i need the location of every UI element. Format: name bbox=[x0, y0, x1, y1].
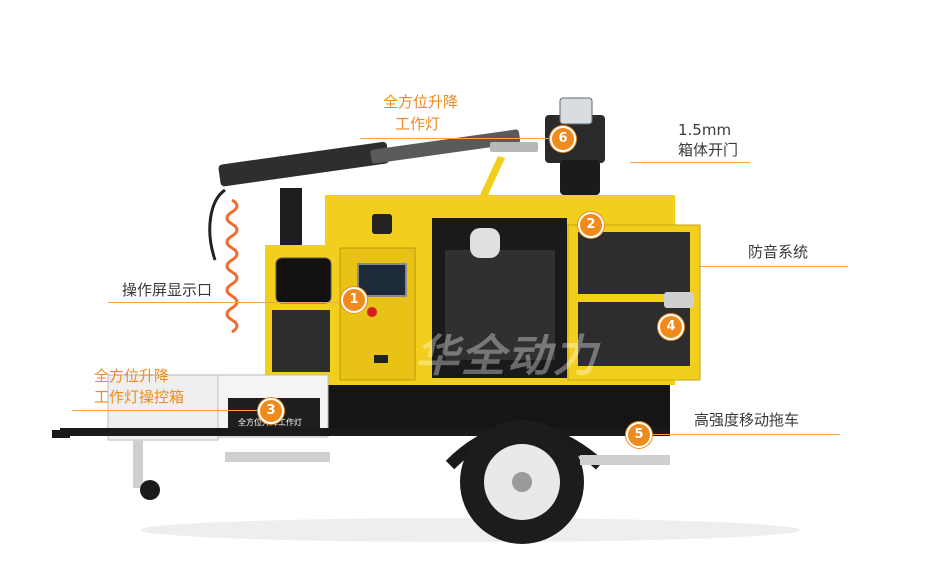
callout-6-line1: 全方位升降 bbox=[383, 93, 459, 111]
trailer-drawbar bbox=[60, 428, 670, 436]
callout-2-leader bbox=[630, 162, 750, 163]
callout-3-line1: 全方位升降 bbox=[94, 367, 170, 385]
engine-block bbox=[445, 250, 555, 360]
jack-stand bbox=[133, 440, 143, 488]
base-frame bbox=[325, 385, 670, 433]
callout-1-badge: 1 bbox=[341, 287, 367, 313]
panel-switch bbox=[374, 355, 388, 363]
callout-6-line2: 工作灯 bbox=[395, 115, 441, 133]
callout-4-label: 防音系统 bbox=[748, 243, 809, 261]
work-lamp-lens bbox=[559, 97, 593, 125]
control-panel-screen bbox=[357, 263, 407, 297]
exhaust-cap bbox=[372, 214, 392, 234]
mast-support bbox=[280, 188, 302, 248]
leaf-spring-right bbox=[580, 455, 670, 465]
display-window bbox=[275, 257, 332, 304]
wheel-hub bbox=[512, 472, 532, 492]
mast-joint bbox=[490, 142, 538, 152]
callout-5-label: 高强度移动拖车 bbox=[694, 411, 800, 429]
work-lamp-base bbox=[560, 160, 600, 195]
callout-3-line2: 工作灯操控箱 bbox=[94, 388, 185, 406]
callout-4-leader bbox=[700, 266, 848, 267]
callout-2-line1: 1.5mm bbox=[678, 121, 732, 139]
callout-2-line2: 箱体开门 bbox=[678, 141, 739, 159]
emergency-stop-icon bbox=[367, 307, 377, 317]
leaf-spring-left bbox=[225, 452, 330, 462]
coiled-cable bbox=[225, 198, 239, 334]
callout-4-badge: 4 bbox=[658, 314, 684, 340]
callout-5-badge: 5 bbox=[626, 422, 652, 448]
door-latch bbox=[664, 292, 694, 308]
jack-wheel bbox=[140, 480, 160, 500]
foam-left bbox=[272, 310, 330, 372]
callout-1-label: 操作屏显示口 bbox=[122, 281, 213, 299]
callout-6-leader bbox=[360, 138, 550, 139]
callout-1-leader bbox=[108, 302, 340, 303]
callout-6-badge: 6 bbox=[550, 126, 576, 152]
callout-5-leader bbox=[650, 434, 840, 435]
callout-3-leader bbox=[72, 410, 257, 411]
watermark: 华全动力 bbox=[415, 331, 599, 382]
engine-filter bbox=[470, 228, 500, 258]
callout-3-badge: 3 bbox=[258, 398, 284, 424]
mast-tube-large bbox=[218, 141, 389, 187]
lamp-strut bbox=[480, 156, 505, 195]
callout-2-badge: 2 bbox=[578, 212, 604, 238]
foam-right-top bbox=[578, 232, 690, 294]
ground-shadow bbox=[140, 518, 800, 542]
